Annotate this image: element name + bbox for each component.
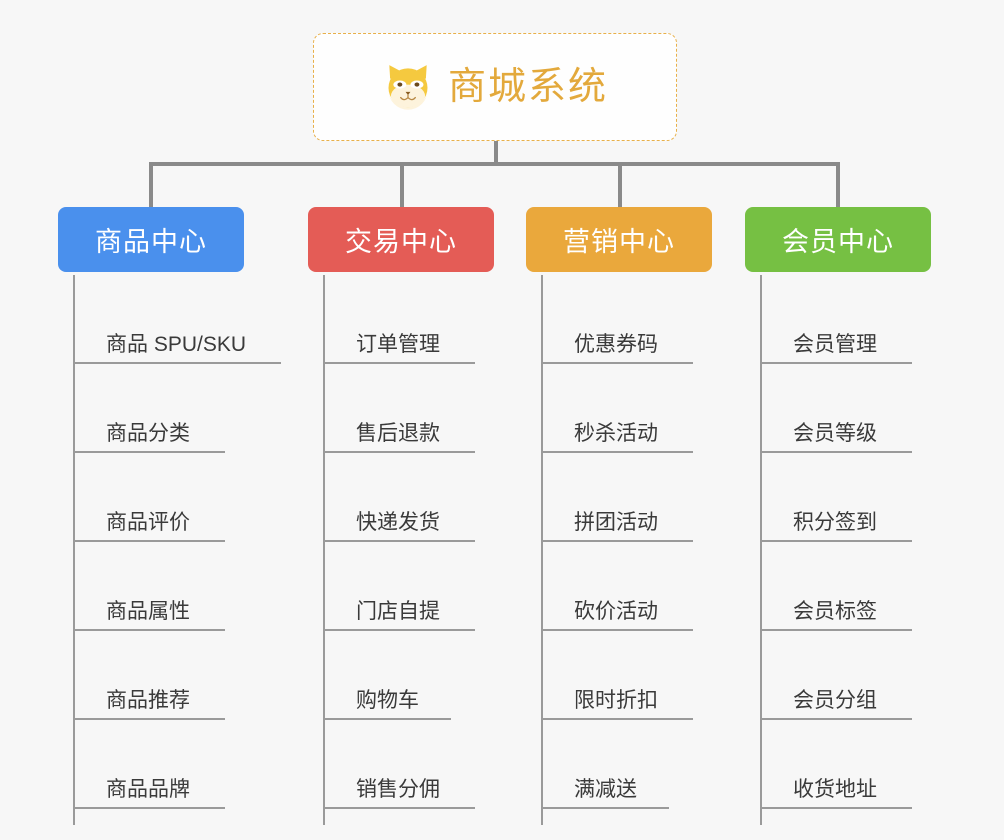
leaf-item-underline (760, 540, 912, 542)
leaf-item-underline (323, 718, 451, 720)
category-box-member-center[interactable]: 会员中心 (745, 207, 931, 272)
leaf-item-underline (541, 540, 693, 542)
leaf-list-member-center: 会员管理会员等级积分签到会员标签会员分组收货地址 (760, 275, 990, 809)
category-box-marketing-center[interactable]: 营销中心 (526, 207, 712, 272)
leaf-item[interactable]: 会员管理 (760, 275, 990, 364)
branch-trunk-line (323, 275, 325, 825)
leaf-item-label: 会员分组 (793, 689, 877, 712)
leaf-list-marketing-center: 优惠券码秒杀活动拼团活动砍价活动限时折扣满减送 (541, 275, 771, 809)
shiba-dog-icon (388, 65, 428, 110)
leaf-item-label: 优惠券码 (574, 333, 658, 356)
leaf-item-label: 商品分类 (106, 422, 190, 445)
leaf-item-label: 商品评价 (106, 511, 190, 534)
leaf-item-label: 收货地址 (793, 778, 877, 801)
leaf-item[interactable]: 商品推荐 (73, 631, 303, 720)
leaf-item[interactable]: 快递发货 (323, 453, 553, 542)
leaf-item-underline (541, 629, 693, 631)
branch-trunk-line (760, 275, 762, 825)
leaf-item-label: 门店自提 (356, 600, 440, 623)
leaf-item-underline (760, 718, 912, 720)
connector-drop-1 (149, 162, 153, 208)
leaf-item[interactable]: 售后退款 (323, 364, 553, 453)
leaf-list-product-center: 商品 SPU/SKU 商品分类商品评价商品属性商品推荐商品品牌 (73, 275, 303, 809)
leaf-item[interactable]: 商品 SPU/SKU (73, 275, 303, 364)
connector-drop-4 (836, 162, 840, 208)
root-title: 商城系统 (447, 66, 608, 108)
leaf-item-label: 商品属性 (106, 600, 190, 623)
leaf-item-underline (73, 540, 225, 542)
leaf-item-underline (323, 807, 475, 809)
leaf-item-underline (323, 540, 475, 542)
leaf-item[interactable]: 砍价活动 (541, 542, 771, 631)
root-node[interactable]: 商城系统 (313, 33, 677, 141)
leaf-item[interactable]: 商品品牌 (73, 720, 303, 809)
leaf-item-underline (73, 629, 225, 631)
leaf-item-underline (760, 629, 912, 631)
connector-root-stub (494, 141, 498, 163)
branch-trunk-line (541, 275, 543, 825)
leaf-item-label: 商品推荐 (106, 689, 190, 712)
leaf-item-label: 限时折扣 (574, 689, 658, 712)
leaf-item[interactable]: 门店自提 (323, 542, 553, 631)
leaf-item-underline (323, 629, 475, 631)
leaf-item-label: 商品品牌 (106, 778, 190, 801)
leaf-item-label: 商品 SPU/SKU (106, 333, 247, 356)
leaf-item[interactable]: 购物车 (323, 631, 553, 720)
leaf-item-underline (541, 451, 693, 453)
leaf-item[interactable]: 订单管理 (323, 275, 553, 364)
connector-drop-2 (400, 162, 404, 208)
leaf-item-underline (760, 451, 912, 453)
leaf-item[interactable]: 商品评价 (73, 453, 303, 542)
leaf-item-label: 满减送 (574, 778, 637, 801)
leaf-item[interactable]: 积分签到 (760, 453, 990, 542)
leaf-item[interactable]: 秒杀活动 (541, 364, 771, 453)
leaf-item-label: 购物车 (356, 689, 419, 712)
leaf-item-label: 订单管理 (356, 333, 440, 356)
leaf-item-label: 会员标签 (793, 600, 877, 623)
leaf-item-underline (323, 451, 475, 453)
leaf-item[interactable]: 商品分类 (73, 364, 303, 453)
leaf-item-label: 积分签到 (793, 511, 877, 534)
connector-drop-3 (618, 162, 622, 208)
leaf-item-underline (760, 807, 912, 809)
leaf-item-underline (541, 362, 693, 364)
leaf-item-underline (73, 362, 281, 364)
leaf-list-trade-center: 订单管理售后退款快递发货门店自提购物车销售分佣 (323, 275, 553, 809)
leaf-item-label: 销售分佣 (356, 778, 440, 801)
branch-trunk-line (73, 275, 75, 825)
leaf-item-label: 售后退款 (356, 422, 440, 445)
leaf-item-underline (541, 807, 669, 809)
leaf-item-label: 会员管理 (793, 333, 877, 356)
leaf-item[interactable]: 会员等级 (760, 364, 990, 453)
leaf-item[interactable]: 满减送 (541, 720, 771, 809)
leaf-item[interactable]: 会员分组 (760, 631, 990, 720)
leaf-item-label: 砍价活动 (574, 600, 658, 623)
category-box-product-center[interactable]: 商品中心 (58, 207, 244, 272)
leaf-item-underline (323, 362, 475, 364)
leaf-item[interactable]: 收货地址 (760, 720, 990, 809)
leaf-item[interactable]: 拼团活动 (541, 453, 771, 542)
leaf-item-label: 会员等级 (793, 422, 877, 445)
leaf-item-underline (760, 362, 912, 364)
leaf-item-underline (73, 807, 225, 809)
connector-horizontal-bus (150, 162, 840, 166)
leaf-item[interactable]: 会员标签 (760, 542, 990, 631)
leaf-item[interactable]: 商品属性 (73, 542, 303, 631)
leaf-item[interactable]: 限时折扣 (541, 631, 771, 720)
leaf-item[interactable]: 销售分佣 (323, 720, 553, 809)
leaf-item-underline (73, 451, 225, 453)
category-box-trade-center[interactable]: 交易中心 (308, 207, 494, 272)
leaf-item-label: 拼团活动 (574, 511, 658, 534)
leaf-item-underline (541, 718, 693, 720)
leaf-item-underline (73, 718, 225, 720)
leaf-item-label: 秒杀活动 (574, 422, 658, 445)
leaf-item[interactable]: 优惠券码 (541, 275, 771, 364)
leaf-item-label: 快递发货 (356, 511, 440, 534)
